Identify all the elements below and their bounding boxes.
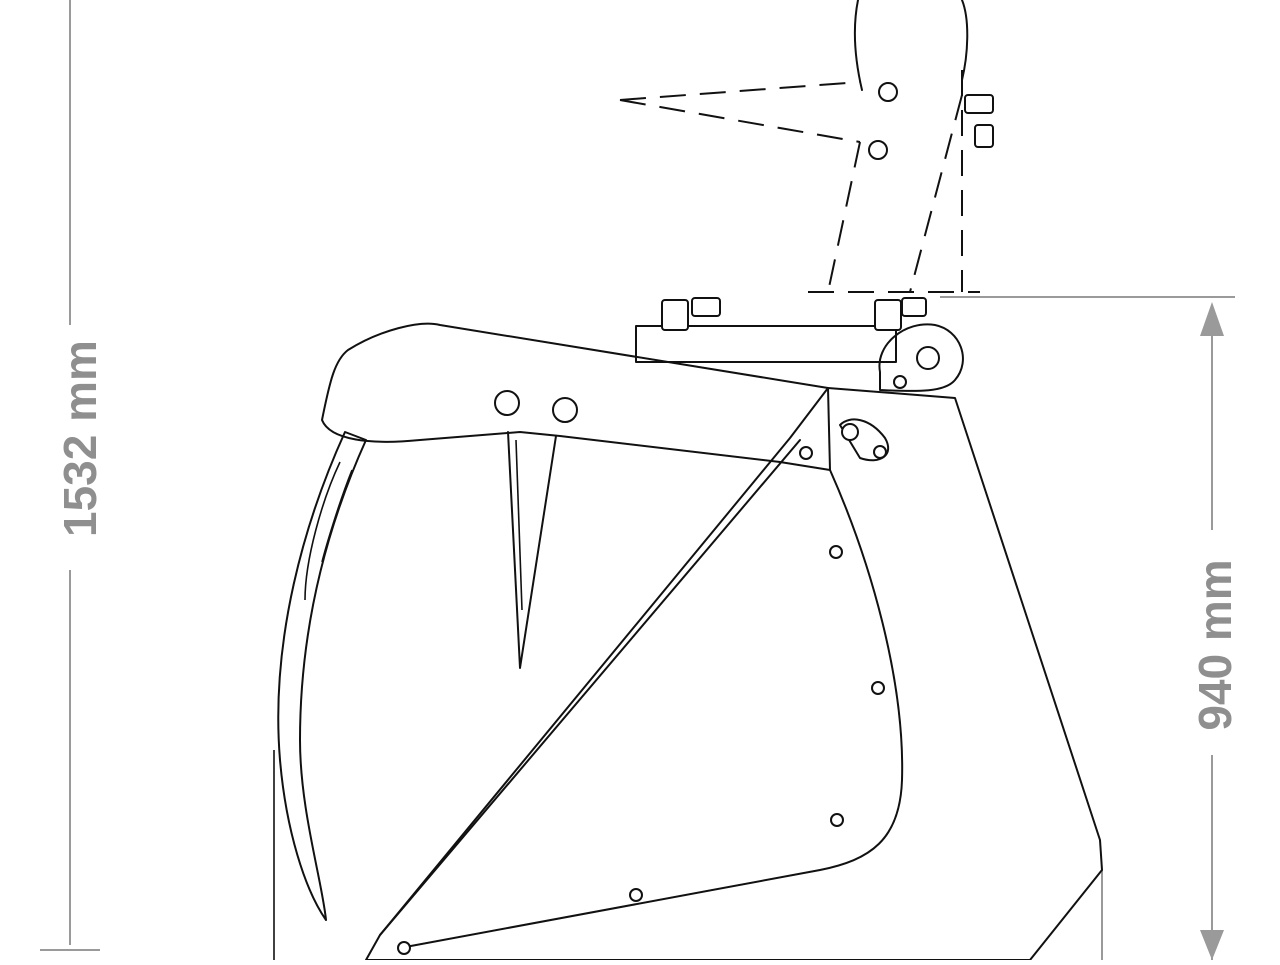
bucket-height-dimension-line: [940, 296, 1235, 960]
bucket-height-label: 940 mm: [1189, 559, 1241, 731]
total-height-dimension-line: [40, 0, 100, 951]
total-height-label: 1532 mm: [54, 340, 106, 537]
bucket-body: [273, 387, 1103, 961]
grab-tine: [277, 431, 367, 921]
arrow-down-icon: [1200, 930, 1224, 960]
grab-arm: [321, 322, 831, 669]
raised-position-outline: [619, 0, 994, 293]
hydraulic-cylinder: [635, 297, 964, 392]
arrow-up-icon: [1200, 302, 1224, 336]
